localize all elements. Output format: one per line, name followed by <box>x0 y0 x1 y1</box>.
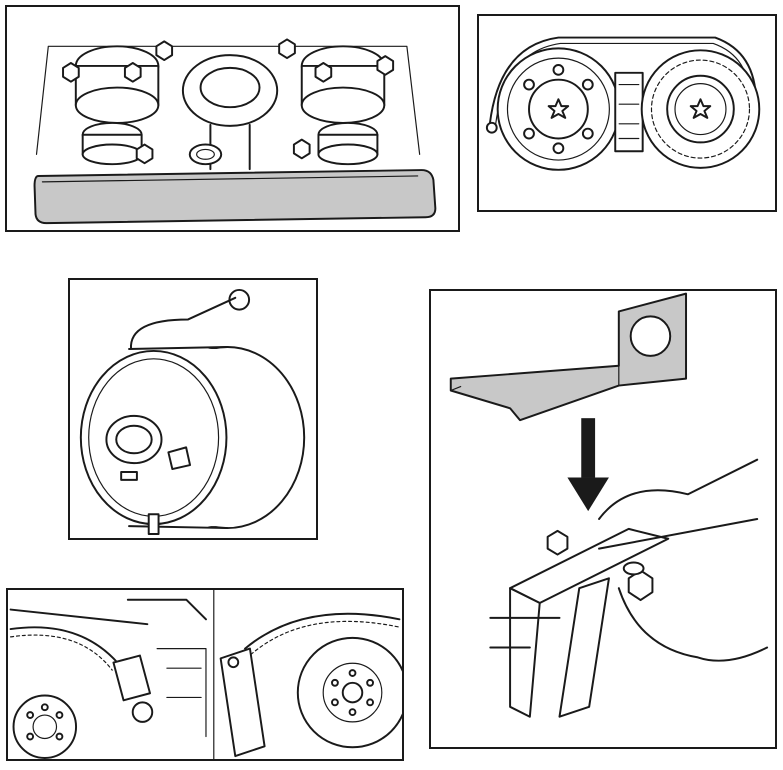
bolt-icon <box>546 529 654 602</box>
tensioner-illustration <box>79 288 306 535</box>
cover-plate <box>33 169 437 225</box>
camshaft-cover-illustration <box>33 38 437 225</box>
locking-tool-illustration <box>449 292 769 718</box>
panel-belt-sprockets <box>477 14 777 212</box>
locking-tool <box>449 292 688 422</box>
sprocket-holes <box>523 64 594 155</box>
arrow-down-icon <box>581 418 596 478</box>
flywheel-illustration <box>9 590 402 759</box>
belt-sprockets-illustration <box>485 36 761 171</box>
panel-locking-tool <box>429 289 777 749</box>
bolt-icon <box>62 38 395 165</box>
panel-tensioner <box>68 278 318 540</box>
panel-flywheel <box>6 588 404 761</box>
panel-camshaft-cover <box>5 5 460 232</box>
